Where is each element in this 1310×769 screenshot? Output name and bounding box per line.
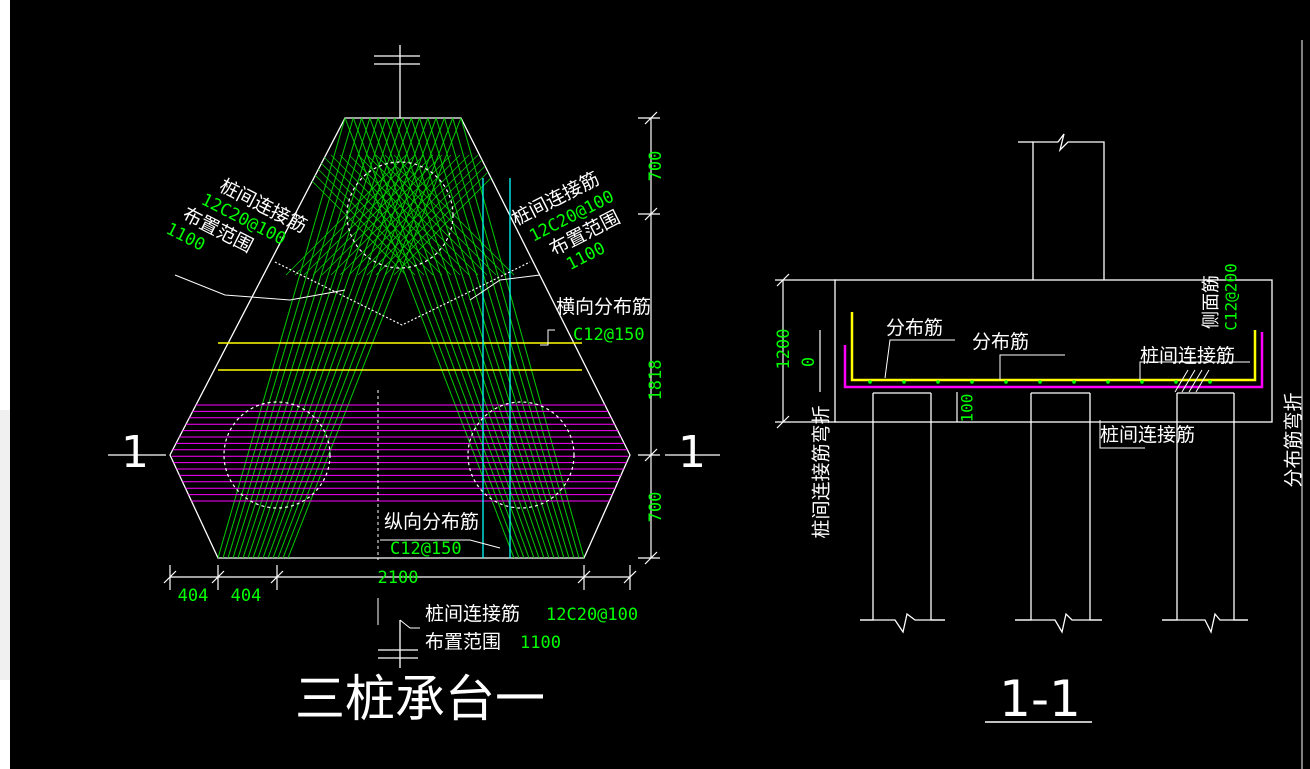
pile-hatch-line <box>375 154 497 276</box>
connection-rebar-line <box>237 118 379 558</box>
sec-bend-right: 分布筋弯折 <box>1283 392 1305 487</box>
dim-bottom-left: 404 <box>178 586 209 606</box>
pile-circle <box>346 161 454 269</box>
connection-rebar-bands <box>217 118 585 558</box>
pile-hatch-line <box>330 154 452 276</box>
connection-rebar-line <box>227 118 363 558</box>
pile-circle <box>223 401 331 509</box>
sec-bend-left: 桩间连接筋弯折 <box>811 405 833 538</box>
sec-dim-embed: 100 <box>958 394 977 423</box>
dim-right-mid: 1818 <box>646 360 666 401</box>
connection-rebar-line <box>232 118 371 558</box>
connection-rebar-section <box>843 332 1264 389</box>
connection-rebar-line <box>394 118 545 558</box>
ann-transverse-spec: C12@150 <box>573 325 645 345</box>
section-mark-left: 1 <box>121 427 149 478</box>
connection-rebar-line <box>242 118 387 558</box>
dim-right-top: 700 <box>646 151 666 182</box>
ann-bottom-range-label: 布置范围 <box>425 631 501 653</box>
pile-hatch-line <box>312 154 434 276</box>
ann-bottom-name: 桩间连接筋 <box>425 603 520 625</box>
window-edge-panel <box>0 410 10 680</box>
rebar-dot <box>936 380 940 384</box>
rebar-dot <box>1038 380 1042 384</box>
rebar-dot <box>1106 380 1110 384</box>
rebar-dot <box>902 380 906 384</box>
section-title: 1-1 <box>999 670 1081 728</box>
connection-rebar-line <box>352 118 520 558</box>
pile-cap-plan: 1 1 700 1818 700 404 404 2100 桩间连接筋 12C2… <box>108 45 720 728</box>
sec-side-spec: C12@200 <box>1222 263 1241 330</box>
section-1-1: 1200 0 100 分布筋 分布筋 桩间连接筋 桩间连接筋 侧面筋 C12@2… <box>774 133 1305 728</box>
ann-transverse-name: 横向分布筋 <box>556 296 651 318</box>
pile-hatch-line <box>357 154 479 276</box>
connection-rebar-line <box>361 118 525 558</box>
ann-longitudinal-spec: C12@150 <box>390 539 462 559</box>
connection-rebar-line <box>419 118 560 558</box>
rebar-dot <box>1208 380 1212 384</box>
connection-rebar-line <box>452 118 580 558</box>
pile-hatch-line <box>294 154 416 276</box>
sec-dim-height: 1200 <box>774 329 794 370</box>
pile-circle <box>467 401 575 509</box>
section-mark-right: 1 <box>678 427 706 478</box>
rebar-dot <box>1004 380 1008 384</box>
connection-rebar-line <box>427 118 565 558</box>
sec-dim-zero: 0 <box>799 357 819 367</box>
rebar-dot <box>868 380 872 384</box>
connection-rebar-line <box>377 118 535 558</box>
dim-bottom-left2: 404 <box>231 586 262 606</box>
connection-rebar-line <box>344 118 515 558</box>
distribution-rebar-section <box>850 312 1257 382</box>
connection-rebar-line <box>217 118 346 558</box>
connection-rebar-line <box>282 118 454 558</box>
connection-rebar-line <box>277 118 445 558</box>
pile-hatch-line <box>366 154 488 276</box>
pile-hatch-line <box>321 154 443 276</box>
rebar-dot <box>1174 380 1178 384</box>
dim-bottom-total: 2100 <box>378 568 419 588</box>
pile-hatch-line <box>303 154 425 276</box>
connection-rebar-line <box>435 118 570 558</box>
rebar-dot <box>970 380 974 384</box>
dim-right-bottom: 700 <box>646 492 666 523</box>
pile-hatch-line <box>384 154 506 276</box>
ann-bottom-spec: 12C20@100 <box>546 605 638 625</box>
sec-conn-label-2: 桩间连接筋 <box>1100 424 1195 446</box>
section-cap <box>834 279 1273 423</box>
pile-hatch-line <box>285 154 407 276</box>
sec-conn-label-1: 桩间连接筋 <box>1140 345 1235 367</box>
connection-rebar-line <box>252 118 404 558</box>
ann-bottom-range: 1100 <box>520 633 561 653</box>
rebar-dot <box>1140 380 1144 384</box>
sec-dist-label-2: 分布筋 <box>972 331 1029 353</box>
sec-side-label: 侧面筋 <box>1201 275 1222 329</box>
plan-title: 三桩承台一 <box>295 670 545 728</box>
rebar-dot <box>1072 380 1076 384</box>
pile-hatch-line <box>339 154 461 276</box>
window-edge-right <box>1296 0 1310 769</box>
window-edge-left <box>0 0 10 769</box>
sec-dist-label-1: 分布筋 <box>886 317 943 339</box>
connection-rebar-line <box>272 118 437 558</box>
connection-rebar-line <box>247 118 396 558</box>
pile-hatch-line <box>348 154 470 276</box>
connection-rebar-line <box>267 118 429 558</box>
connection-rebar-line <box>402 118 550 558</box>
ann-longitudinal-name: 纵向分布筋 <box>384 511 479 533</box>
longitudinal-rebar-lines <box>172 404 628 502</box>
connection-rebar-line <box>287 118 462 558</box>
connection-rebar-line <box>262 118 421 558</box>
connection-rebar-line <box>443 118 575 558</box>
connection-rebar-line <box>460 118 585 558</box>
